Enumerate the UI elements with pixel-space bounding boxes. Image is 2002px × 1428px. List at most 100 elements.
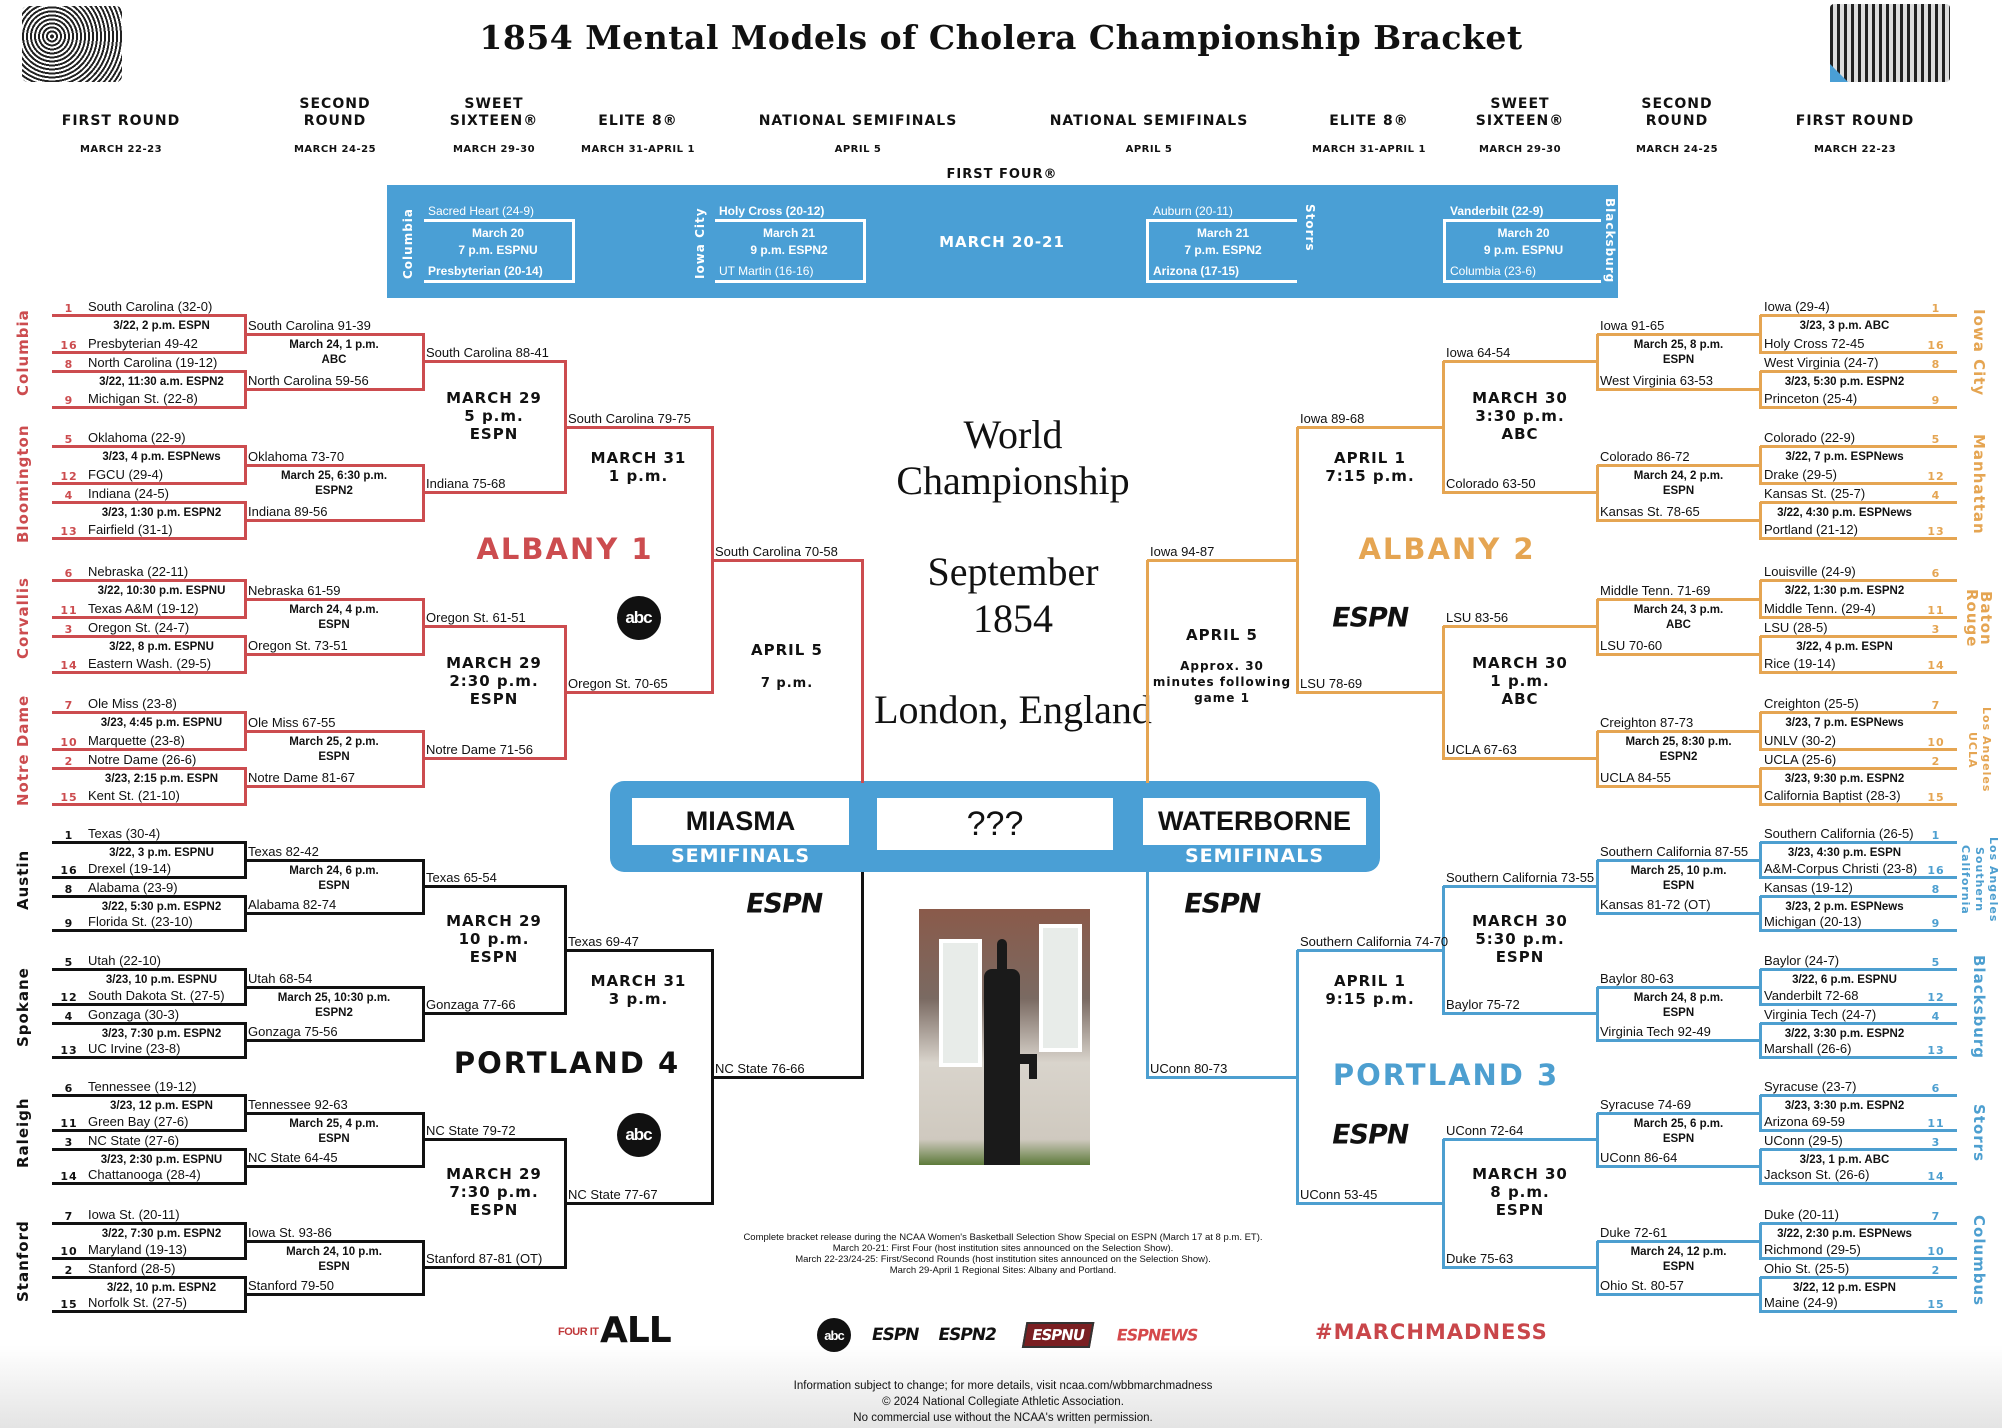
first-four-date: March 21 xyxy=(1196,226,1250,240)
footer-line: No commercial use without the NCAA's wri… xyxy=(853,1412,1153,1424)
second-round-game-network: ESPN2 xyxy=(1659,750,1698,763)
second-round-game-network: ESPN xyxy=(318,750,350,763)
bracket-line xyxy=(1597,912,1762,915)
site-city-label: Raleigh xyxy=(14,1097,32,1169)
second-round-entry: Ole Miss 67-55 xyxy=(248,714,336,730)
second-round-entry: Kansas St. 78-65 xyxy=(1600,504,1700,519)
bracket-line xyxy=(1597,653,1762,656)
first-four-team: Holy Cross (20-12) xyxy=(719,204,825,218)
second-round-game-time: March 24, 6 p.m. xyxy=(289,864,379,877)
team-name: Southern California (26-5) xyxy=(1764,826,1914,841)
second-round-entry: Texas 82-42 xyxy=(248,843,319,859)
bracket-line xyxy=(423,1138,567,1142)
round-dates: MARCH 24-25 xyxy=(293,144,377,155)
bracket-line xyxy=(52,406,247,409)
round-name: FIRST ROUND xyxy=(61,113,181,129)
team-seed: 4 xyxy=(1931,1010,1941,1023)
bracket-line xyxy=(1597,985,1762,989)
bracket-line xyxy=(245,985,425,989)
team-name: South Dakota St. (27-5) xyxy=(88,988,225,1003)
first-round-game-time: 3/23, 3 p.m. ABC xyxy=(1799,320,1890,332)
semifinal-left-time: 7 p.m. xyxy=(760,676,814,691)
team-name: Middle Tenn. (29-4) xyxy=(1764,601,1876,616)
bracket-line xyxy=(52,671,247,674)
pattern-logo-left xyxy=(22,6,122,82)
bracket-line xyxy=(1760,1276,1957,1279)
first-four-game: Holy Cross (20-12) March 21 9 p.m. ESPN2… xyxy=(715,204,866,283)
elite-eight-game-time: 9:15 p.m. xyxy=(1325,989,1415,1008)
team-name: South Carolina (32-0) xyxy=(88,299,213,314)
team-name: Presbyterian 49-42 xyxy=(88,336,198,351)
elite-eight-entry: UConn 53-45 xyxy=(1300,1187,1378,1203)
team-seed: 11 xyxy=(1927,1117,1945,1130)
bracket-line xyxy=(52,1056,247,1059)
bracket-line xyxy=(52,1003,247,1006)
sweet-sixteen-entry: Gonzaga 77-66 xyxy=(426,997,516,1013)
all-logo-text: ALL xyxy=(600,1310,672,1351)
championship-title-line1: World xyxy=(963,412,1063,457)
first-round-game-time: 3/22, 3:30 p.m. ESPN2 xyxy=(1784,1028,1905,1040)
team-seed: 9 xyxy=(1931,917,1941,930)
team-seed: 3 xyxy=(1931,1136,1941,1149)
bracket-line xyxy=(1760,1148,1957,1151)
team-seed: 8 xyxy=(1931,883,1941,896)
bracket-line xyxy=(1760,1022,1957,1025)
team-seed: 6 xyxy=(1931,1082,1941,1095)
team-name: UCLA (25-6) xyxy=(1764,752,1837,767)
national-semifinal-entry: UConn 80-73 xyxy=(1150,1060,1228,1076)
bracket-line xyxy=(1760,1257,1957,1260)
first-four-time: 7 p.m. ESPNU xyxy=(458,243,538,257)
first-round-game-time: 3/23, 10 p.m. ESPNU xyxy=(105,974,218,986)
team-seed: 7 xyxy=(64,699,74,712)
national-semifinal-entry: Iowa 94-87 xyxy=(1150,543,1215,559)
bracket-line xyxy=(245,332,425,336)
semifinal-right-date: APRIL 5 xyxy=(1186,626,1258,644)
elite-eight-game-date: MARCH 31 xyxy=(590,971,687,990)
bracket-line xyxy=(1760,406,1957,409)
second-round-entry: Southern California 87-55 xyxy=(1600,843,1749,859)
sweet-sixteen-entry: Duke 75-63 xyxy=(1446,1251,1514,1267)
first-round-game-time: 3/23, 2:30 p.m. ESPNU xyxy=(100,1154,223,1166)
team-name: FGCU (29-4) xyxy=(88,467,164,482)
team-seed: 3 xyxy=(64,1136,74,1149)
first-round-game-time: 3/22, 7:30 p.m. ESPN2 xyxy=(101,1228,222,1240)
team-name: Texas (30-4) xyxy=(88,826,161,841)
team-seed: 2 xyxy=(1931,1264,1941,1277)
first-four-time: 9 p.m. ESPNU xyxy=(1483,243,1564,257)
sweet-sixteen-game-time: 8 p.m. xyxy=(1490,1183,1550,1202)
semifinal-left-team: MIASMA xyxy=(632,798,849,845)
espn2-logo: ESPN2 xyxy=(936,1325,998,1345)
bracket-line xyxy=(1597,1165,1762,1168)
first-four-date: March 20 xyxy=(1497,226,1550,240)
team-seed: 6 xyxy=(64,1082,74,1095)
second-round-entry: Notre Dame 81-67 xyxy=(248,770,355,785)
team-name: Michigan (20-13) xyxy=(1764,914,1862,929)
first-round-game-time: 3/23, 4:45 p.m. ESPNU xyxy=(100,717,223,729)
team-name: Rice (19-14) xyxy=(1764,656,1836,671)
bracket-line xyxy=(1760,616,1957,619)
second-round-game-network: ESPN xyxy=(1662,879,1695,892)
team-seed: 1 xyxy=(1931,302,1941,315)
bracket-line xyxy=(1760,1129,1957,1132)
round-name: FIRST ROUND xyxy=(1795,113,1915,129)
team-name: Jackson St. (26-6) xyxy=(1764,1167,1870,1182)
first-four-date: March 20 xyxy=(471,226,525,240)
bracket-line xyxy=(52,1182,247,1185)
team-name: Oklahoma (22-9) xyxy=(88,430,186,445)
bracket-line xyxy=(1443,757,1599,761)
team-name: UConn (29-5) xyxy=(1764,1133,1843,1148)
bracket-line xyxy=(1760,968,1957,971)
round-dates: APRIL 5 xyxy=(1125,144,1173,155)
team-name: LSU (28-5) xyxy=(1764,620,1828,635)
team-seed: 11 xyxy=(60,1117,78,1130)
sweet-sixteen-entry: Iowa 64-54 xyxy=(1446,345,1511,361)
sweet-sixteen-game-time: ESPN xyxy=(469,1201,519,1220)
elite-eight-entry: Southern California 74-70 xyxy=(1300,933,1449,949)
championship-title-line2: Championship xyxy=(896,458,1130,503)
sweet-sixteen-game-time: ESPN xyxy=(1495,1201,1545,1220)
bracket-line xyxy=(1760,1182,1957,1185)
team-seed: 5 xyxy=(1931,433,1941,446)
team-name: Texas A&M (19-12) xyxy=(88,601,199,616)
four-it-logo-text: FOUR IT xyxy=(558,1326,599,1338)
